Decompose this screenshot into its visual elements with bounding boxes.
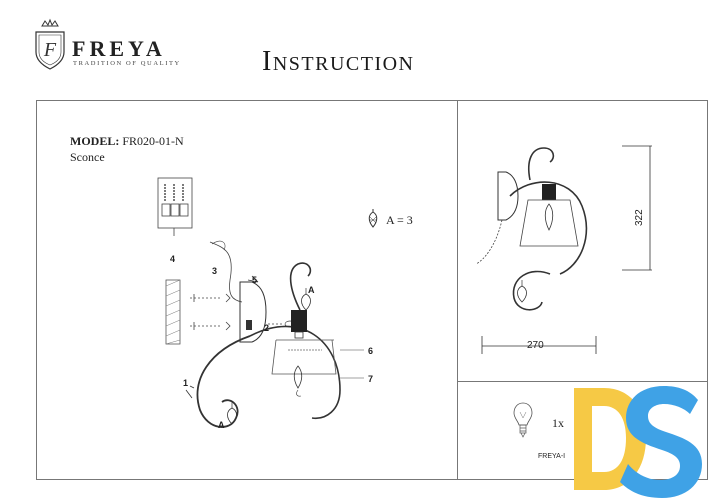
model-code: FR020-01-N bbox=[122, 134, 184, 148]
crystal-count: A = 3 bbox=[386, 213, 413, 227]
callout-2: 2 bbox=[264, 323, 270, 333]
bulb-quantity: 1x bbox=[552, 416, 564, 430]
brand-tagline: TRADITION OF QUALITY bbox=[73, 60, 181, 67]
footer-code: FREYA-I bbox=[538, 453, 566, 460]
callout-4: 4 bbox=[170, 254, 176, 264]
width-dimension: 270 bbox=[527, 340, 544, 351]
crystal-icon bbox=[368, 209, 378, 228]
svg-text:F: F bbox=[43, 39, 57, 61]
callout-7: 7 bbox=[368, 374, 374, 384]
mounting-plate-icon bbox=[157, 177, 193, 236]
callout-1: 1 bbox=[183, 378, 189, 388]
bulb-icon bbox=[513, 402, 533, 438]
callout-a-bottom: A bbox=[218, 420, 225, 430]
callout-6: 6 bbox=[368, 346, 374, 356]
callout-3: 3 bbox=[212, 266, 218, 276]
height-dimension: 322 bbox=[634, 209, 645, 226]
product-type: Sconce bbox=[70, 150, 105, 164]
ds-logo-icon bbox=[574, 386, 702, 498]
dimension-drawing bbox=[475, 145, 652, 354]
model-line: MODEL: FR020-01-N bbox=[70, 134, 184, 149]
wall-icon bbox=[165, 279, 181, 345]
assembly-drawing bbox=[157, 177, 364, 428]
brand-logo: F bbox=[30, 18, 190, 78]
page-title: Instruction bbox=[262, 46, 415, 77]
brand-name: FREYA bbox=[72, 36, 166, 61]
crest-icon: F bbox=[35, 18, 65, 70]
callout-5: 5 bbox=[252, 275, 258, 285]
callout-a-top: A bbox=[308, 285, 315, 295]
model-label: MODEL: bbox=[70, 134, 120, 148]
